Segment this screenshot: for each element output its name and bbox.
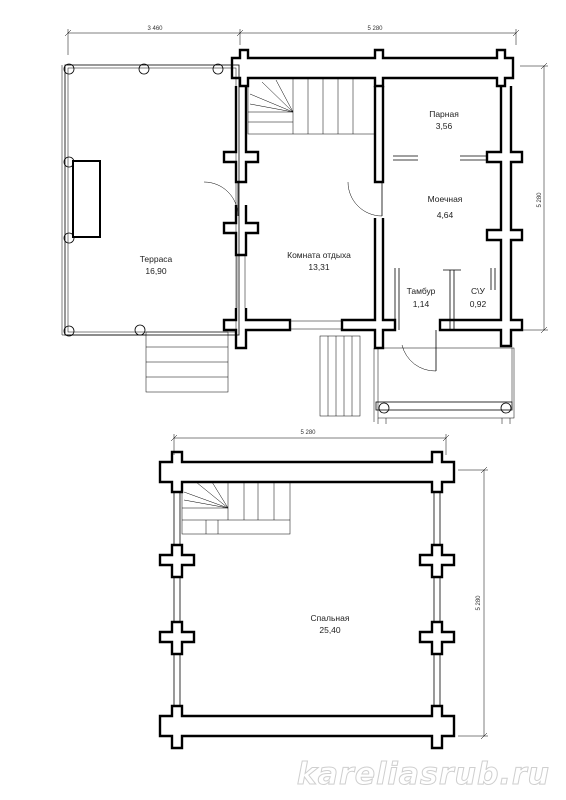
room-name: Тамбур [407,286,436,296]
watermark: kareliasrub.ru [297,757,550,792]
terrace [61,63,240,393]
dimension-label: 5 280 [300,430,316,436]
log-walls [222,48,524,350]
room-name: Моечная [428,194,463,204]
room-label-terrace: Терраса 16,90 [140,254,173,276]
terrace-steps [145,331,229,393]
room-area: 13,31 [308,262,330,272]
room-name: Терраса [140,254,173,264]
room-label-tambur: Тамбур 1,14 [407,286,436,309]
room-area: 4,64 [437,210,454,220]
dimension-top: 3 460 5 280 [64,26,520,55]
staircase-ground [247,77,376,135]
dimension-label: 5 280 [476,595,482,611]
room-area: 25,40 [319,625,341,635]
room-name: Спальная [311,613,350,623]
doors [203,181,437,372]
dimension-right: 5 280 [520,62,548,334]
dimension-top-upper: 5 280 [170,430,450,455]
room-area: 1,14 [413,299,430,309]
room-area: 3,56 [436,121,453,131]
room-area: 0,92 [470,299,487,309]
room-label-lounge: Комната отдыха 13,31 [287,250,351,272]
room-label-parnaya: Парная 3,56 [429,109,459,131]
dimension-label: 5 280 [537,192,543,208]
dimension-label: 3 460 [147,26,163,32]
room-label-wc: С\У 0,92 [470,286,487,309]
room-label-bedroom: Спальная 25,40 [311,613,350,635]
entrance-steps [319,335,361,417]
left-wall-openings [236,255,342,330]
room-label-moechnaya: Моечная 4,64 [428,194,463,220]
log-walls-upper [158,450,456,750]
upper-floor-plan: 5 280 5 280 [158,430,488,750]
ground-floor-plan: 3 460 5 280 5 280 [61,26,548,424]
room-name: Парная [429,109,459,119]
entrance-porch [373,347,515,424]
room-name: Комната отдыха [287,250,351,260]
room-name: С\У [471,286,486,296]
dimension-right-upper: 5 280 [458,466,488,740]
room-area: 16,90 [145,266,167,276]
dimension-label: 5 280 [367,26,383,32]
staircase-upper [181,481,291,535]
